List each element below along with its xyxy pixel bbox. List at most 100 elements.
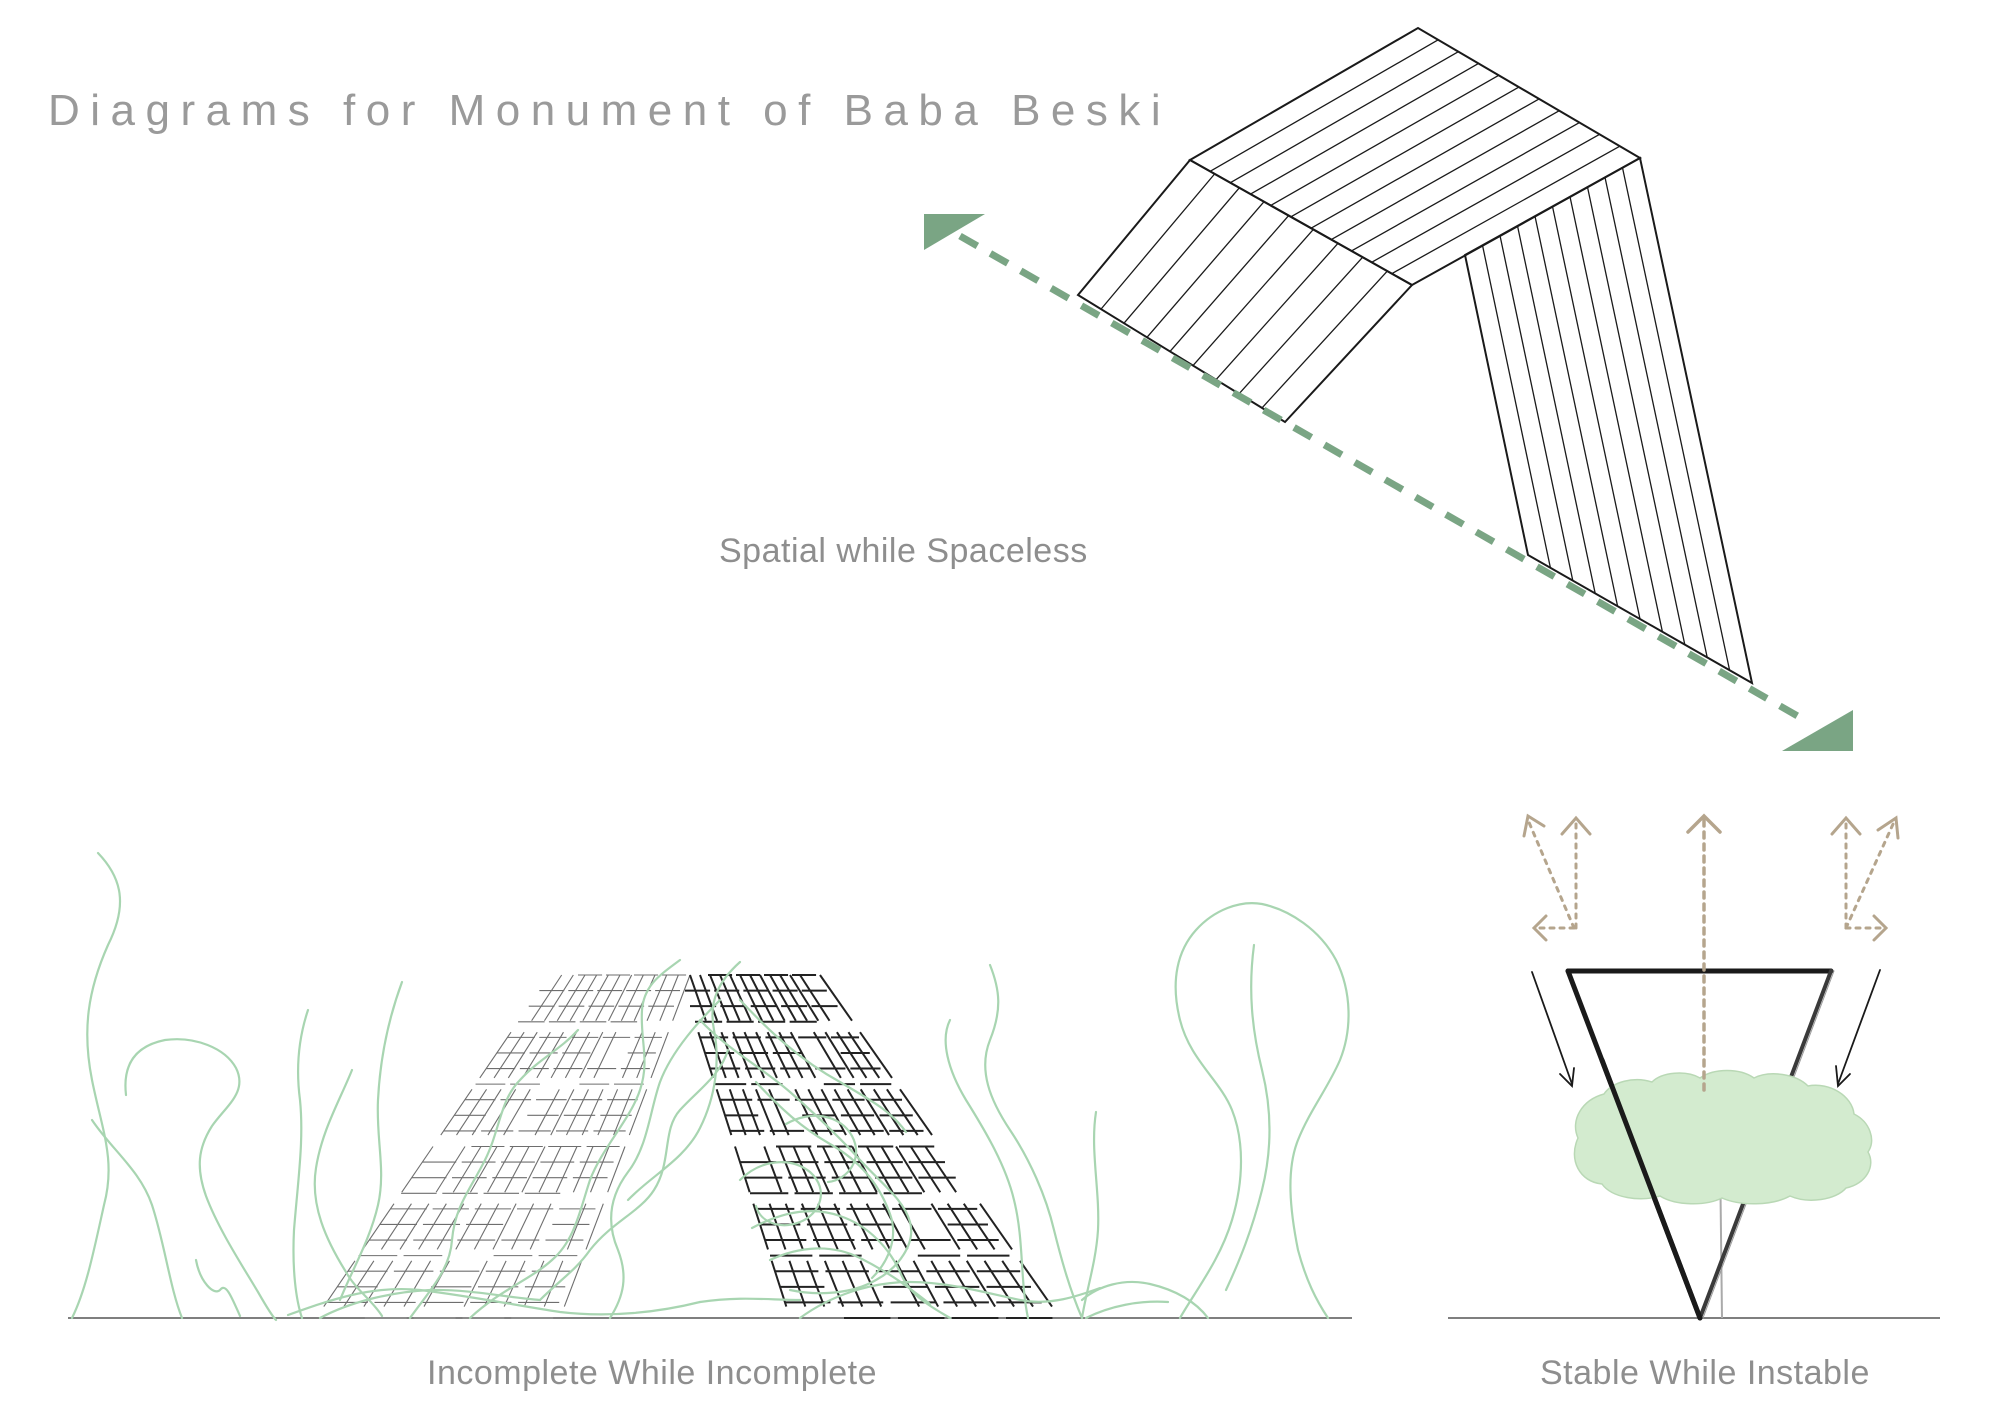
mesh-line-v <box>403 1260 432 1307</box>
mesh-line-v <box>752 1203 769 1250</box>
mesh-line-v <box>755 1031 778 1079</box>
mesh-line-v <box>564 1031 591 1079</box>
mesh-line-v <box>585 1203 604 1250</box>
plate-hatch-line <box>1551 206 1641 620</box>
plate-hatch-line <box>1290 86 1520 218</box>
mesh-line-v <box>556 974 586 1022</box>
mesh-line-v <box>784 1203 804 1250</box>
mesh-line-v <box>779 974 808 1022</box>
mesh-line-v <box>555 1146 578 1193</box>
mesh-line-v <box>597 1089 619 1136</box>
mesh-line-v <box>924 1145 957 1193</box>
stable-diagram <box>1448 813 1940 1321</box>
left-divergent-arrows <box>1522 813 1592 942</box>
mesh-line-v <box>550 1031 578 1079</box>
mesh-line-v <box>507 1031 538 1079</box>
mesh-line-v <box>865 1146 894 1193</box>
right-divergent-arrows <box>1830 815 1900 942</box>
plate-hatch-line <box>1123 187 1240 324</box>
plate-hatch-line <box>1330 110 1560 241</box>
mesh-line-v <box>697 1031 714 1079</box>
mesh-line-v <box>538 1146 562 1193</box>
mesh-line-v <box>847 1031 881 1079</box>
mesh-line-v <box>543 1260 564 1307</box>
mesh-line-v <box>821 1146 846 1193</box>
mesh-line-v <box>741 1088 761 1136</box>
mesh-line-v <box>768 1203 787 1250</box>
plate-hatch-line <box>1310 98 1540 229</box>
mesh-line-v <box>841 1260 864 1307</box>
mesh-line-v <box>581 1089 604 1136</box>
mesh-line-v <box>383 1260 413 1307</box>
mesh-line-v <box>899 1088 933 1136</box>
mesh-line-v <box>463 1260 488 1307</box>
plate-hatch-line <box>1499 235 1574 581</box>
mesh-line-v <box>435 1146 466 1193</box>
plate-hatch-line <box>1569 196 1664 632</box>
mesh-line-v <box>820 1088 847 1136</box>
mesh-line-v <box>789 1031 817 1079</box>
axis-triangle-start <box>924 214 985 250</box>
caption-incomplete-while-incomplete: Incomplete While Incomplete <box>427 1354 878 1392</box>
plate-hatch-line <box>1230 51 1459 184</box>
mesh-line-v <box>503 1260 526 1307</box>
mesh-line-v <box>440 1089 473 1136</box>
plate-hatch-line <box>1371 133 1600 263</box>
mesh-line-v <box>621 1031 643 1079</box>
tree-canopy <box>1573 1069 1873 1205</box>
mesh-line-v <box>650 1031 669 1079</box>
mesh-line-v <box>469 1146 498 1193</box>
mesh-line-v <box>418 1203 447 1250</box>
mesh-line-v <box>709 974 730 1022</box>
mesh-line-v <box>672 974 691 1021</box>
mesh-line-v <box>708 1031 727 1079</box>
mesh-line-v <box>962 1203 996 1250</box>
folded-plate-diagram <box>924 26 1853 751</box>
mesh-line-v <box>833 1203 857 1250</box>
incomplete-diagram <box>68 851 1352 1322</box>
mesh-line-v <box>768 1088 790 1136</box>
mesh-line-v <box>613 1089 633 1136</box>
mesh-line-v <box>1001 1260 1034 1308</box>
mesh-line-v <box>582 974 609 1022</box>
mesh-line-v <box>521 1146 546 1193</box>
mesh-line-v <box>799 974 831 1022</box>
mesh-line-v <box>362 1203 395 1250</box>
plate-hatch-line <box>1215 242 1339 381</box>
mesh-line-v <box>473 1203 500 1250</box>
mesh-line-v <box>794 1088 819 1136</box>
mesh-line-v <box>593 1031 617 1079</box>
plate-hatch-line <box>1621 167 1731 671</box>
mesh-line-v <box>471 1089 502 1136</box>
plate-hatch-line <box>1270 74 1500 207</box>
mesh-line-v <box>401 1146 434 1193</box>
plate-hatch-line <box>1586 186 1686 645</box>
mesh-line-v <box>455 1203 482 1250</box>
mesh-line-v <box>965 1260 996 1308</box>
mesh-line-v <box>566 1203 587 1250</box>
mesh-line-v <box>565 1089 589 1136</box>
mesh-line-v <box>948 1260 977 1308</box>
mesh-line-v <box>534 1089 560 1136</box>
mesh-line-v <box>608 974 633 1021</box>
plate-hatch-line <box>1391 145 1621 275</box>
mesh-line-v <box>824 1031 855 1079</box>
mesh-line-v <box>823 1260 845 1307</box>
mesh-line-v <box>819 974 853 1022</box>
spatial-dashed-axis <box>958 232 1810 726</box>
plate-hatch-line <box>1351 121 1580 252</box>
mesh-line-v <box>983 1260 1015 1308</box>
mesh-line-v <box>689 974 707 1022</box>
mesh-line-v <box>479 1031 512 1079</box>
plate-hatch-line <box>1192 229 1314 366</box>
mesh-line-v <box>789 974 820 1022</box>
mesh-line-v <box>590 1146 610 1193</box>
mesh-line-v <box>755 1088 776 1136</box>
mesh-line-v <box>886 1088 919 1136</box>
mesh-line-v <box>806 1260 826 1307</box>
mesh-line-v <box>930 1203 961 1250</box>
caption-spatial-while-spaceless: Spatial while Spaceless <box>719 532 1088 570</box>
plate-hatch-line <box>1238 256 1364 395</box>
mesh-line-v <box>522 1031 551 1079</box>
